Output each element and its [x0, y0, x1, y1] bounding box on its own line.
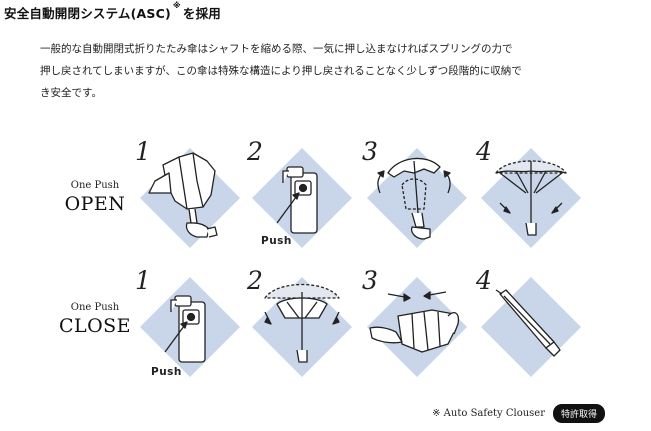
umbrella-closing-icon	[252, 277, 352, 377]
open-step-1-number: 1	[135, 137, 151, 166]
patent-badge: 特許取得	[552, 404, 605, 423]
open-step-3-number: 3	[362, 137, 378, 166]
asc-footnote: ※ Auto Safety Clouser	[432, 408, 545, 419]
close-row-label: One Push CLOSE	[40, 302, 150, 337]
open-one-push-label: One Push	[70, 180, 120, 191]
section-title-main: 安全自動開閉システム(ASC)	[4, 6, 171, 21]
title-asterisk-mark: ※	[172, 1, 181, 10]
close-one-push-label: One Push	[70, 302, 120, 313]
push-button-icon	[140, 277, 240, 377]
close-step-2-number: 2	[247, 266, 263, 295]
description-line-2: 押し戻されてしまいますが、この傘は特殊な構造により押し戻されることなく少しずつ段…	[40, 65, 522, 77]
umbrella-fold-hands-icon	[367, 277, 467, 377]
close-step-4: 4	[476, 266, 586, 382]
open-row-label: One Push OPEN	[40, 180, 150, 215]
description-line-3: き安全です。	[40, 87, 102, 99]
close-step-1: 1 Push	[135, 266, 245, 382]
close-step-1-number: 1	[135, 266, 151, 295]
open-step-2-push-label: Push	[261, 235, 292, 247]
closed-umbrella-icon	[481, 277, 581, 377]
close-step-3-number: 3	[362, 266, 378, 295]
description-line-1: 一般的な自動開閉式折りたたみ傘はシャフトを縮める際、一気に押し込まなければスプリ…	[40, 43, 513, 55]
push-button-icon	[252, 148, 352, 248]
close-step-2: 2	[247, 266, 357, 382]
open-step-4: 4	[476, 137, 586, 253]
close-step-3: 3	[362, 266, 472, 382]
open-step-3: 3	[362, 137, 472, 253]
description-text: 一般的な自動開閉式折りたたみ傘はシャフトを縮める際、一気に押し込まなければスプリ…	[40, 38, 600, 104]
close-step-1-push-label: Push	[151, 366, 182, 378]
umbrella-opening-icon	[367, 148, 467, 248]
open-label: OPEN	[64, 193, 126, 215]
umbrella-open-icon	[481, 148, 581, 248]
open-step-2-number: 2	[247, 137, 263, 166]
close-step-4-number: 4	[476, 266, 492, 295]
open-step-2: 2 Push	[247, 137, 357, 253]
close-label: CLOSE	[58, 315, 132, 337]
section-title: 安全自動開閉システム(ASC)※を採用	[4, 1, 221, 22]
section-title-suffix: を採用	[182, 6, 221, 21]
open-step-4-number: 4	[476, 137, 492, 166]
open-step-1: 1	[135, 137, 245, 253]
footer: ※ Auto Safety Clouser 特許取得	[432, 404, 605, 423]
folded-umbrella-hand-icon	[140, 148, 240, 248]
